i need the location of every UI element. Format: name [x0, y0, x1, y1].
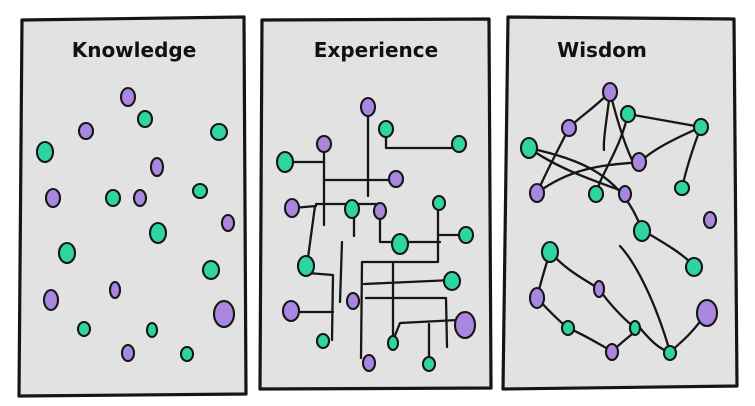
wisdom-dot — [692, 117, 710, 137]
wisdom-dot — [519, 136, 539, 160]
wisdom-dot — [630, 151, 648, 173]
experience-connection — [306, 271, 335, 342]
experience-dot — [359, 96, 377, 118]
experience-dot — [275, 150, 295, 174]
wisdom-dot — [702, 210, 718, 230]
wisdom-dot — [628, 319, 642, 337]
wisdom-connection — [527, 146, 644, 232]
knowledge-dot — [149, 156, 165, 178]
knowledge-dot — [179, 345, 195, 363]
knowledge-dot — [212, 299, 236, 329]
knowledge-dot — [42, 288, 60, 312]
experience-dot — [345, 291, 361, 311]
wisdom-dot — [528, 182, 546, 204]
wisdom-dots — [519, 81, 719, 362]
wisdom-dot — [684, 256, 704, 278]
panel-wisdom-frame — [501, 15, 739, 391]
knowledge-dot — [35, 140, 55, 164]
knowledge-dot — [220, 213, 236, 233]
experience-dot — [315, 332, 331, 350]
experience-connection — [378, 208, 442, 244]
experience-dot — [442, 270, 462, 292]
experience-dot — [372, 201, 388, 221]
knowledge-dot — [201, 259, 221, 281]
experience-dot — [377, 119, 395, 139]
wisdom-dot — [619, 104, 637, 124]
wisdom-dot — [560, 118, 578, 138]
wisdom-dot — [604, 342, 620, 362]
wisdom-dot — [617, 184, 633, 204]
knowledge-dot — [57, 241, 77, 265]
knowledge-dot — [104, 188, 122, 208]
experience-connection — [362, 278, 455, 286]
experience-dot — [343, 198, 361, 220]
experience-dot — [387, 169, 405, 189]
panel-title-knowledge: Knowledge — [72, 38, 197, 62]
wisdom-dot — [673, 179, 691, 197]
experience-connection — [338, 240, 344, 304]
experience-dot — [283, 197, 301, 219]
experience-connection — [305, 204, 317, 267]
wisdom-dot — [632, 219, 652, 243]
experience-dot — [453, 310, 477, 340]
experience-dot — [386, 334, 400, 352]
knowledge-dot — [148, 221, 168, 245]
knowledge-dot — [209, 122, 229, 142]
panel-wisdom: Wisdom — [501, 15, 739, 391]
knowledge-dots — [35, 86, 236, 363]
wisdom-dot — [540, 240, 560, 264]
experience-dot — [361, 353, 377, 373]
knowledge-dot — [77, 121, 95, 141]
experience-dot — [431, 194, 447, 212]
panel-experience: Experience — [258, 17, 493, 391]
panel-knowledge: Knowledge — [17, 15, 248, 398]
wisdom-dot — [695, 298, 719, 328]
panel-knowledge-frame — [17, 15, 248, 398]
wisdom-dot — [587, 184, 605, 204]
wisdom-dot — [528, 286, 546, 310]
knowledge-dot — [132, 188, 148, 208]
experience-dot — [450, 134, 468, 154]
panel-title-wisdom: Wisdom — [557, 38, 647, 62]
wisdom-connection — [618, 244, 672, 354]
experience-dot — [315, 134, 333, 154]
knowledge-dot — [145, 321, 159, 339]
panel-title-experience: Experience — [314, 38, 438, 62]
wisdom-connection — [626, 112, 703, 129]
wisdom-connection — [535, 160, 642, 195]
experience-connection — [364, 296, 449, 349]
knowledge-dot — [76, 320, 92, 338]
experience-dot — [281, 299, 301, 323]
wisdom-dot — [662, 344, 678, 362]
experience-dot — [457, 225, 475, 245]
knowledge-dot — [136, 109, 154, 129]
wisdom-dot — [560, 319, 576, 337]
knowledge-dot — [119, 86, 137, 108]
knowledge-dot — [44, 187, 62, 209]
knowledge-dot — [120, 343, 136, 363]
experience-dot — [421, 355, 437, 373]
experience-dot — [296, 254, 316, 278]
wisdom-dot — [601, 81, 619, 103]
wisdom-dot — [592, 279, 606, 299]
knowledge-dot — [191, 182, 209, 200]
knowledge-dot — [108, 280, 122, 300]
experience-dots — [275, 96, 477, 373]
experience-connection — [359, 201, 440, 360]
experience-dot — [390, 232, 410, 256]
